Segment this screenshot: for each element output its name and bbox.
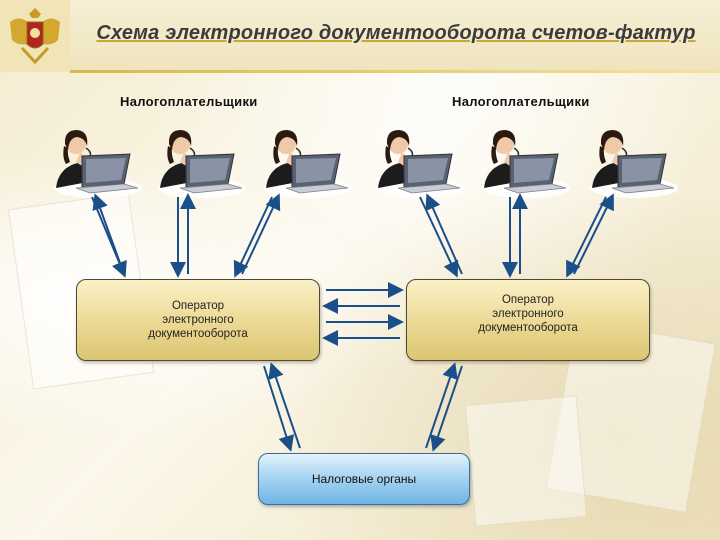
woman-with-laptop-icon — [156, 130, 248, 204]
woman-with-laptop-icon — [588, 130, 680, 204]
woman-with-laptop-icon — [374, 130, 466, 204]
woman-with-laptop-icon — [262, 130, 354, 204]
arrow-operator-to-tax — [430, 365, 463, 452]
arrow-taxpayer-to-operator — [233, 196, 273, 278]
title-band — [0, 0, 720, 72]
operator-right-line1: Оператор — [501, 294, 555, 306]
taxpayer-figure — [374, 122, 466, 200]
arrow-operator-to-taxpayer — [425, 193, 463, 275]
arrow-taxpayer-to-operator — [566, 196, 607, 278]
operator-right-line2: электронного — [492, 308, 564, 320]
coat-of-arms-icon — [0, 0, 70, 72]
arrow-operator-to-taxpayer — [573, 193, 614, 275]
operator-left-line1: Оператор — [171, 300, 225, 312]
taxpayer-figure — [156, 122, 248, 200]
taxpayer-figure — [480, 122, 572, 200]
taxpayer-figure — [588, 122, 680, 200]
title-underline — [70, 70, 720, 73]
operator-left-box: Оператор электронного документооборота — [76, 279, 320, 361]
tax-authority-box: Налоговые органы — [258, 453, 470, 505]
taxpayers-left-label: Налогоплательщики — [120, 94, 258, 109]
arrow-tax-to-operator — [425, 362, 458, 449]
taxpayer-figure — [262, 122, 354, 200]
arrow-operator-to-taxpayer — [241, 193, 281, 275]
operator-left-line2: электронного — [162, 314, 234, 326]
operator-left-line3: документооборота — [148, 328, 248, 340]
taxpayers-right-label: Налогоплательщики — [452, 94, 590, 109]
arrow-tax-to-operator — [268, 362, 301, 449]
woman-with-laptop-icon — [480, 130, 572, 204]
page-title: Схема электронного документооборота счет… — [96, 22, 696, 44]
tax-authority-label: Налоговые органы — [311, 472, 417, 486]
operator-right-box: Оператор электронного документооборота — [406, 279, 650, 361]
arrow-taxpayer-to-operator — [419, 196, 459, 278]
woman-with-laptop-icon — [52, 130, 144, 204]
operator-right-line3: документооборота — [478, 322, 578, 334]
taxpayer-figure — [52, 122, 144, 200]
arrow-operator-to-taxpayer — [92, 193, 125, 275]
